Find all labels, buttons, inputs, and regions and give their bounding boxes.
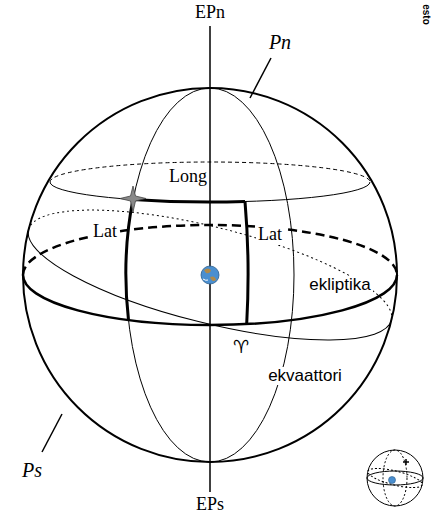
star-symbol (120, 186, 146, 212)
credit-text: esto (421, 2, 432, 27)
latitude-arc (245, 202, 248, 325)
coordinate-label: Lat (256, 225, 284, 245)
equator-front (17, 230, 392, 367)
circle-label: ekvaattori (266, 367, 344, 386)
celestial-axis (250, 58, 271, 98)
pole-label: Ps (20, 459, 44, 481)
earth-icon (201, 266, 219, 284)
equinox-symbol: ♈ (231, 337, 251, 357)
ecliptic-axis (209, 26, 211, 492)
equator-back (29, 183, 404, 320)
pole-label: EPs (194, 495, 226, 515)
longitude-arc (133, 200, 245, 202)
circle-label: ekliptika (307, 276, 372, 295)
coordinate-label: Long (167, 167, 209, 187)
celestial-axis (42, 414, 62, 452)
pole-label: EPn (193, 3, 227, 23)
inset-sphere (366, 450, 424, 506)
latitude-arc (126, 199, 133, 320)
coordinate-label: Lat (91, 222, 119, 242)
pole-label: Pn (267, 31, 293, 53)
